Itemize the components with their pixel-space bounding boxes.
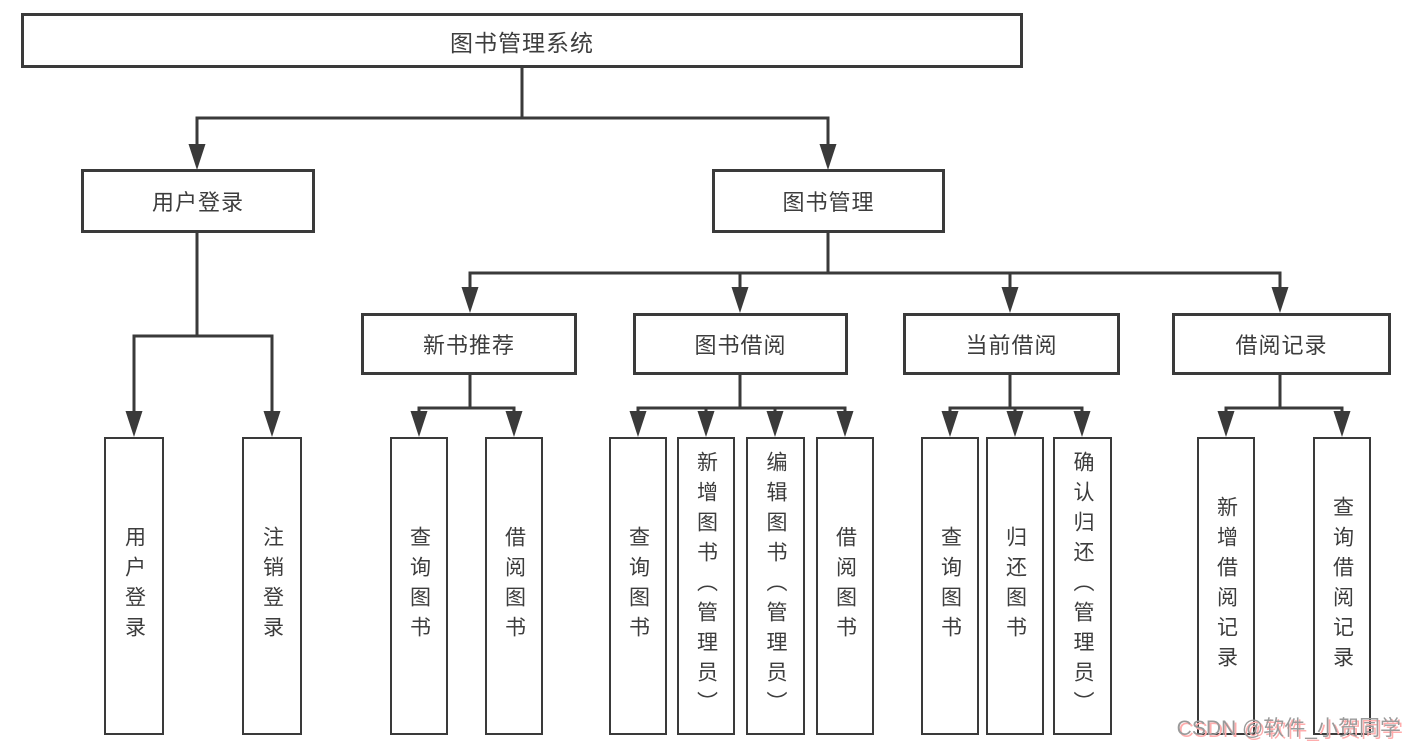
leaf-nbr-borrow-book-label: 借阅图书 <box>502 526 526 646</box>
leaf-cb-return-book: 归还图书 <box>986 437 1044 735</box>
node-new-book-recommend: 新书推荐 <box>361 313 577 375</box>
node-book-borrow-label: 图书借阅 <box>694 333 787 358</box>
leaf-user-login-label: 用户登录 <box>122 526 146 646</box>
leaf-br-add-record: 新增借阅记录 <box>1197 437 1255 735</box>
leaf-br-query-record: 查询借阅记录 <box>1313 437 1371 735</box>
node-book-management: 图书管理 <box>712 169 945 233</box>
leaf-br-add-record-label: 新增借阅记录 <box>1214 496 1238 676</box>
node-book-borrow: 图书借阅 <box>633 313 848 375</box>
leaf-logout-login: 注销登录 <box>242 437 302 735</box>
leaf-bb-edit-book-admin-label: 编辑图书（管理员） <box>764 451 787 721</box>
leaf-br-query-record-label: 查询借阅记录 <box>1330 496 1354 676</box>
leaf-cb-query-book: 查询图书 <box>921 437 979 735</box>
connector-paths <box>132 68 1344 416</box>
leaf-cb-confirm-return-admin-label: 确认归还（管理员） <box>1071 451 1094 721</box>
node-borrow-record: 借阅记录 <box>1172 313 1391 375</box>
leaf-user-login: 用户登录 <box>104 437 164 735</box>
leaf-bb-borrow-book: 借阅图书 <box>816 437 874 735</box>
leaf-bb-edit-book-admin: 编辑图书（管理员） <box>746 437 805 735</box>
csdn-watermark: CSDN @软件_小贺同学 <box>1176 717 1401 740</box>
node-user-login: 用户登录 <box>81 169 315 233</box>
arrow-heads <box>125 144 1351 437</box>
node-current-borrow: 当前借阅 <box>903 313 1120 375</box>
leaf-nbr-query-book: 查询图书 <box>390 437 448 735</box>
leaf-bb-borrow-book-label: 借阅图书 <box>833 526 857 646</box>
node-book-management-label: 图书管理 <box>782 190 875 215</box>
leaf-bb-query-book-label: 查询图书 <box>626 526 650 646</box>
node-borrow-record-label: 借阅记录 <box>1235 333 1328 358</box>
leaf-nbr-borrow-book: 借阅图书 <box>485 437 543 735</box>
leaf-cb-confirm-return-admin: 确认归还（管理员） <box>1053 437 1112 735</box>
node-user-login-label: 用户登录 <box>151 190 244 215</box>
node-new-book-recommend-label: 新书推荐 <box>422 333 515 358</box>
leaf-logout-login-label: 注销登录 <box>260 526 284 646</box>
leaf-bb-query-book: 查询图书 <box>609 437 667 735</box>
node-library-management-system: 图书管理系统 <box>21 13 1023 68</box>
leaf-bb-add-book-admin-label: 新增图书（管理员） <box>694 451 718 721</box>
leaf-nbr-query-book-label: 查询图书 <box>407 526 431 646</box>
node-current-borrow-label: 当前借阅 <box>965 333 1058 358</box>
leaf-bb-add-book-admin: 新增图书（管理员） <box>677 437 735 735</box>
node-library-management-system-label: 图书管理系统 <box>450 29 594 56</box>
leaf-cb-return-book-label: 归还图书 <box>1003 526 1027 646</box>
leaf-cb-query-book-label: 查询图书 <box>938 526 962 646</box>
